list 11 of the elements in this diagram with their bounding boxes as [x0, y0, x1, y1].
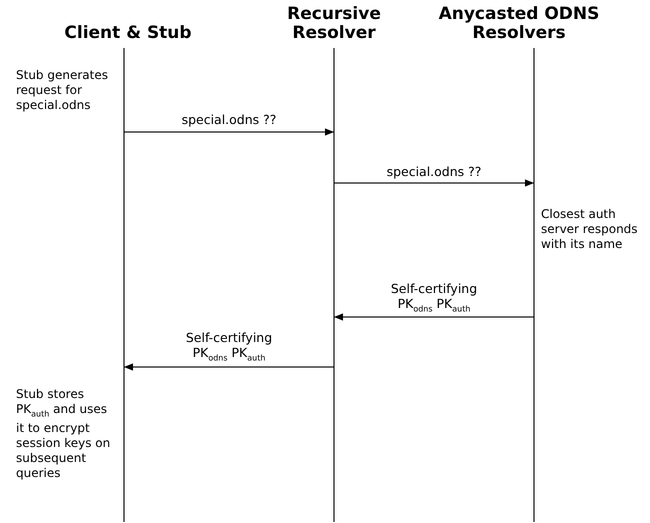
- message-label: Self-certifying PK$_{odns}$ PK$_{auth}$: [184, 330, 274, 364]
- message-label: special.odns ??: [182, 112, 276, 127]
- note-text: Stub stores PK$_{auth}$ and uses it to encrypt session keys on subsequent queries: [16, 387, 112, 482]
- message-arrow: [124, 128, 334, 136]
- message-arrow: [124, 363, 334, 371]
- note-text: Stub generates request for special.odns: [16, 68, 109, 113]
- message-label: Self-certifying PK$_{odns}$ PK$_{auth}$: [390, 281, 478, 316]
- message-arrow: [334, 179, 534, 187]
- message-arrow: [334, 313, 534, 321]
- note-text: Closest auth server responds with its name: [541, 207, 639, 252]
- message-label: special.odns ??: [386, 164, 482, 179]
